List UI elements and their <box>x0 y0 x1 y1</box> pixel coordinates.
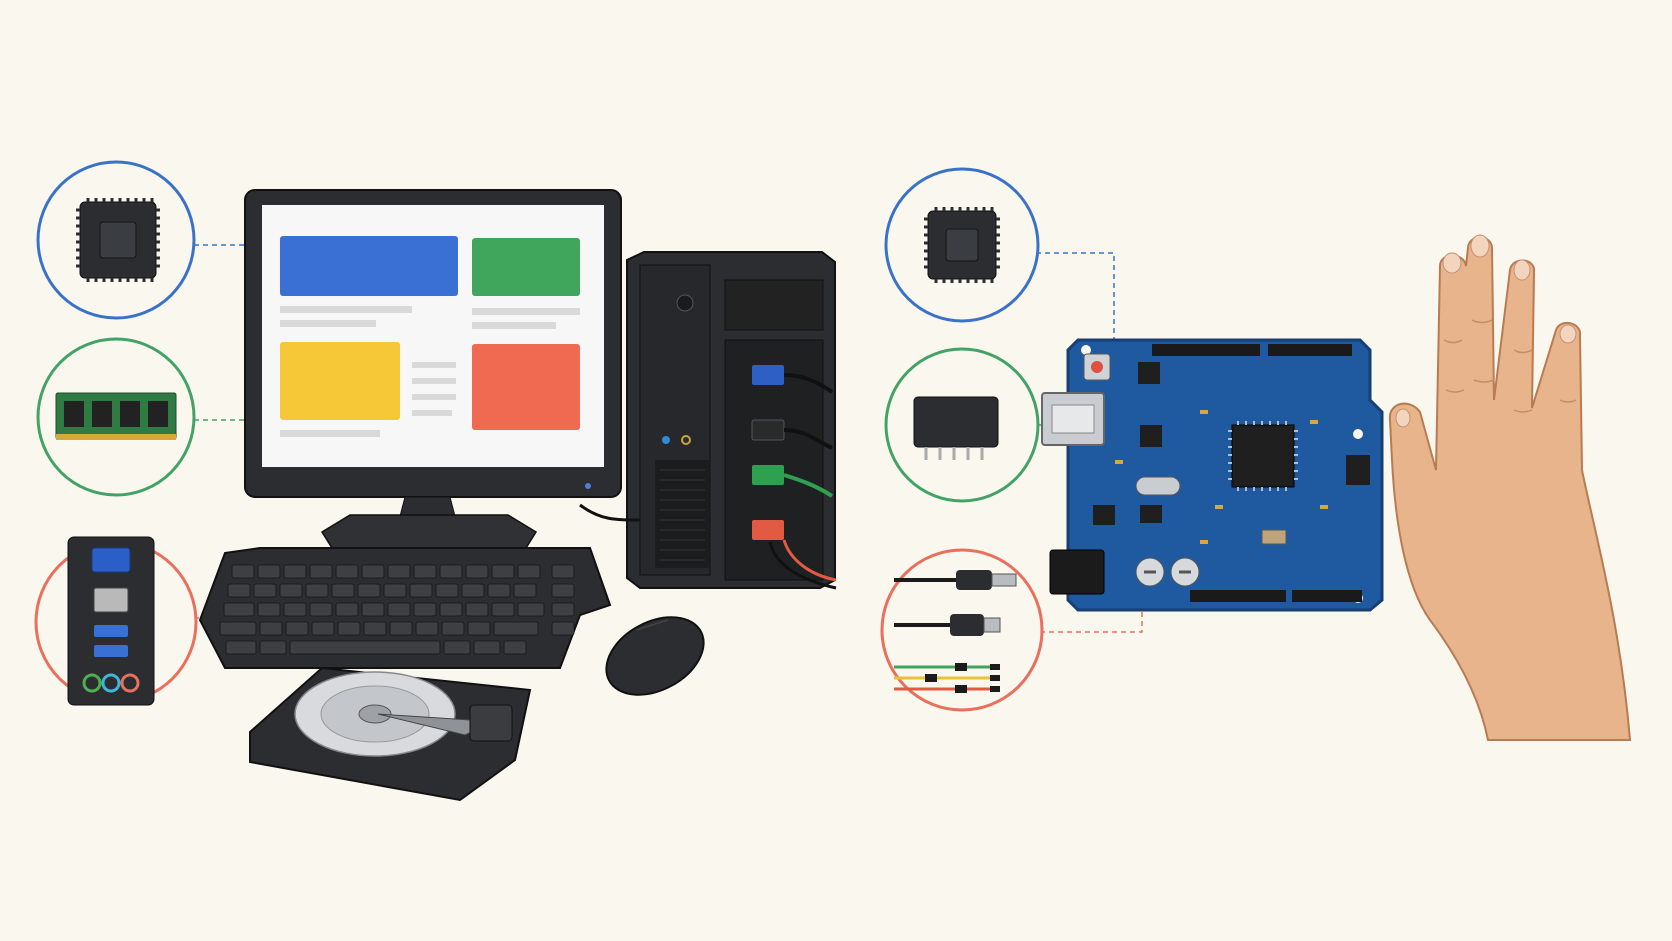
hdd-magnet <box>469 704 513 742</box>
cables-connectors-icon <box>894 570 1017 693</box>
ram-module-icon <box>55 392 177 440</box>
screen-tile-red <box>472 344 580 430</box>
tower-cables <box>579 365 837 590</box>
smd-components <box>1115 410 1328 544</box>
screen-tile-yellow <box>280 342 400 420</box>
callout-cpu <box>36 160 196 320</box>
memory-chip-icon <box>913 396 999 460</box>
io-ports-panel-icon <box>67 536 155 706</box>
callout-memory <box>884 347 1040 503</box>
reset-button-cap <box>1091 361 1103 373</box>
screen-text-lines <box>280 306 580 437</box>
callout-cables <box>880 548 1044 712</box>
microcontroller-chip-icon <box>924 207 1000 283</box>
round-plug-icon <box>950 614 984 636</box>
pc-tower <box>579 251 837 590</box>
mount-hole <box>1081 345 1091 355</box>
monitor-base <box>320 514 538 549</box>
monitor-cable <box>579 503 641 522</box>
header-top-left <box>1152 344 1260 356</box>
power-button-icon <box>676 294 694 312</box>
small-ic <box>1140 425 1162 447</box>
pcb-body <box>1066 338 1384 612</box>
monitor <box>244 189 622 549</box>
resistor-pack <box>1261 529 1287 545</box>
power-jack <box>1049 549 1105 595</box>
screen-tile-green <box>472 238 580 296</box>
vent-pattern <box>660 469 705 561</box>
main-mcu-chip <box>1228 421 1298 491</box>
mouse-button-split <box>635 619 669 631</box>
computer-group <box>34 160 837 802</box>
cable-plug-green <box>752 465 784 485</box>
tower-vent-grille <box>655 460 710 568</box>
callout-ports <box>34 536 198 706</box>
cable-plug-red <box>752 520 784 540</box>
audio-jack-icon <box>662 436 670 444</box>
cable-plug-blue <box>752 365 784 385</box>
callout-ram <box>36 337 196 497</box>
voltage-regulator <box>1093 505 1115 525</box>
keyboard <box>198 547 612 669</box>
arduino-board <box>1041 338 1384 612</box>
hand-illustration <box>1388 234 1632 741</box>
mcu-connector-line <box>1036 252 1115 348</box>
hard-drive <box>249 666 532 802</box>
mic-jack-icon <box>681 435 691 445</box>
icsp-header-right <box>1346 455 1370 485</box>
cable-plug-black <box>751 419 785 441</box>
fingernails <box>1395 234 1577 428</box>
header-bottom-right <box>1292 590 1362 602</box>
mount-hole <box>1353 429 1363 439</box>
hand-shape <box>1388 236 1632 741</box>
crystal-oscillator <box>1135 476 1181 496</box>
small-ic <box>1140 505 1162 523</box>
usb-b-port-inner <box>1051 404 1095 434</box>
icsp-header <box>1138 362 1160 384</box>
header-top-right <box>1268 344 1352 356</box>
callout-mcu <box>884 167 1040 323</box>
mouse <box>605 616 705 696</box>
header-bottom-left <box>1190 590 1286 602</box>
screen-tile-blue <box>280 236 458 296</box>
usb-plug-icon <box>956 570 992 590</box>
mouse-body <box>605 616 705 696</box>
hdd-spindle <box>358 704 392 724</box>
drive-bay <box>724 279 824 331</box>
processor-chip-icon <box>76 198 160 282</box>
knuckle-creases <box>1443 319 1577 413</box>
power-led-icon <box>585 483 591 489</box>
keyboard-keys <box>219 564 575 655</box>
microcontroller-group <box>880 167 1632 741</box>
